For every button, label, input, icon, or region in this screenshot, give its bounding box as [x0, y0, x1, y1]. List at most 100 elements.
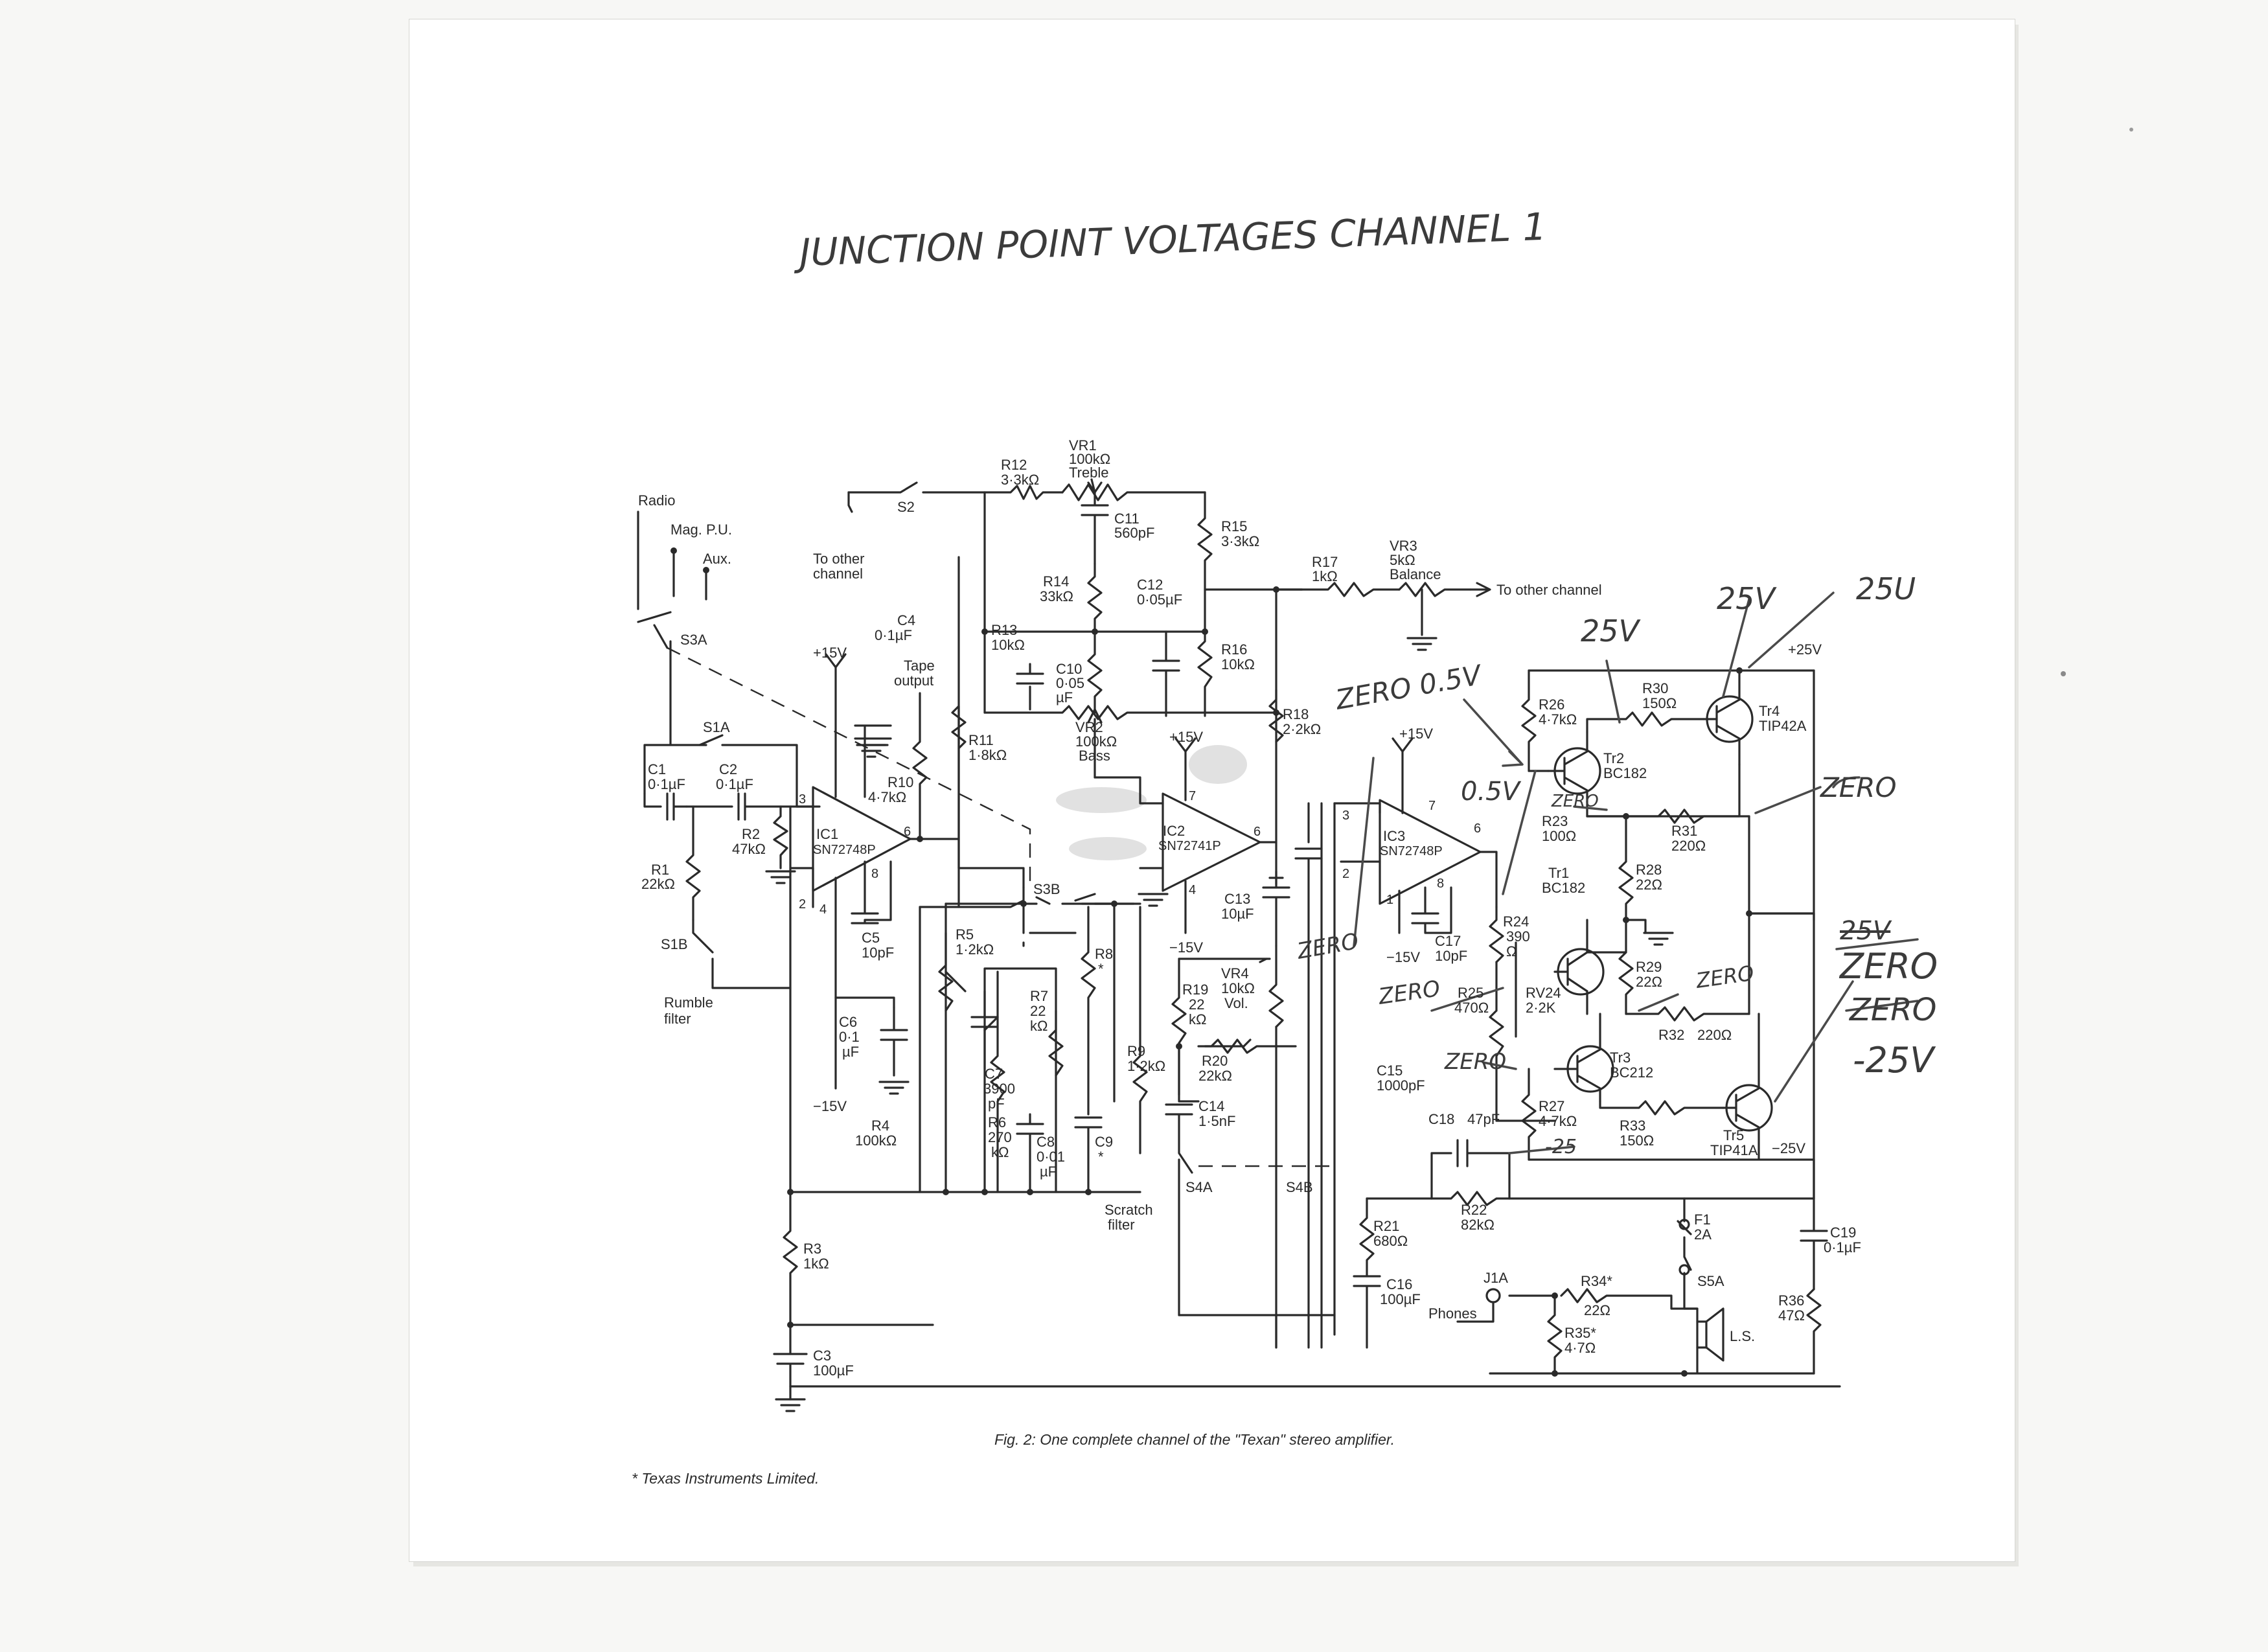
label: S3A: [680, 632, 707, 648]
handwritten-voltage: ZERO: [1848, 992, 1936, 1028]
label: 10kΩ: [1221, 980, 1255, 996]
label: R22: [1461, 1202, 1487, 1218]
label: VR1: [1069, 437, 1097, 453]
label: 1·2kΩ: [1127, 1058, 1165, 1074]
label: IC1: [816, 826, 838, 842]
label: Tr1: [1548, 865, 1569, 881]
handwritten-voltage: 0.5V: [1461, 777, 1522, 807]
label: R27: [1539, 1098, 1564, 1114]
label: R8: [1095, 946, 1113, 962]
handwritten-voltage: -25: [1545, 1136, 1577, 1158]
label: IC2: [1163, 823, 1185, 839]
label: *: [1098, 961, 1104, 977]
label: 100µF: [1380, 1291, 1421, 1307]
label: C13: [1224, 891, 1250, 907]
label: S1B: [661, 936, 688, 952]
label: Aux.: [703, 551, 731, 567]
label: C8: [1037, 1134, 1055, 1150]
component-labels: Radio Mag. P.U. Aux. S3A S1A S1B Rumble …: [638, 437, 1861, 1379]
label: 0·01: [1037, 1149, 1065, 1165]
label: 82kΩ: [1461, 1217, 1495, 1233]
label: S1A: [703, 719, 730, 735]
label: R21: [1373, 1218, 1399, 1234]
label: TIP41A: [1710, 1142, 1758, 1158]
label: −15V: [813, 1098, 847, 1114]
label: C3: [813, 1348, 831, 1364]
handwritten-voltage: -25V: [1853, 1040, 1936, 1081]
handwritten-voltage: ZERO: [1838, 946, 1938, 987]
label: R31: [1671, 823, 1697, 839]
label: 0·05µF: [1137, 591, 1182, 608]
label: SN72741P: [1158, 839, 1221, 853]
label: F1: [1694, 1211, 1711, 1228]
label: 100kΩ: [1069, 451, 1110, 467]
label: C17: [1435, 933, 1461, 949]
label: R4: [871, 1118, 889, 1134]
label: 22Ω: [1636, 974, 1662, 990]
label: 1kΩ: [803, 1256, 829, 1272]
output-stage: [1515, 667, 1815, 1200]
label: R24: [1503, 913, 1529, 930]
label: 680Ω: [1373, 1233, 1408, 1249]
label: 6: [1254, 825, 1261, 839]
label: VR3: [1390, 538, 1417, 554]
label: S4B: [1286, 1179, 1313, 1195]
label: 100kΩ: [855, 1132, 897, 1149]
label: 220Ω: [1697, 1027, 1732, 1043]
label: R6: [988, 1114, 1006, 1130]
ic3-opamp: [1294, 737, 1815, 1349]
label: 100kΩ: [1075, 733, 1117, 750]
label: BC182: [1603, 765, 1647, 781]
label: IC3: [1383, 828, 1405, 844]
label: 150Ω: [1642, 695, 1677, 711]
label: S4A: [1186, 1179, 1213, 1195]
label: −25V: [1772, 1140, 1805, 1156]
label: R36: [1778, 1292, 1804, 1309]
label: Tape: [904, 658, 935, 674]
label: 22kΩ: [1198, 1068, 1232, 1084]
paper-sheet: [409, 19, 2015, 1561]
label: R7: [1030, 988, 1048, 1004]
label: 4·7kΩ: [1539, 711, 1577, 728]
label: TIP42A: [1759, 718, 1807, 734]
label: 3: [1342, 809, 1349, 823]
label: J1A: [1483, 1270, 1508, 1286]
ic1-opamp: [789, 653, 960, 1095]
label: SN72748P: [1380, 844, 1443, 858]
label: C7: [985, 1066, 1003, 1082]
label: 5kΩ: [1390, 552, 1415, 568]
label: VR4: [1221, 965, 1249, 981]
label: 10kΩ: [1221, 656, 1255, 672]
label: output: [894, 672, 934, 689]
label: S2: [897, 499, 915, 515]
label: 10pF: [862, 945, 894, 961]
label: C18: [1428, 1111, 1454, 1127]
label: kΩ: [1189, 1011, 1206, 1027]
handwritten-voltage: ZERO: [1295, 928, 1361, 965]
label: 4·7kΩ: [1539, 1113, 1577, 1129]
handwritten-voltage: ZERO: [1820, 772, 1897, 803]
label: 2: [799, 897, 806, 912]
speck: [2061, 671, 2066, 676]
label: pF: [988, 1096, 1005, 1112]
balance-control: [1275, 582, 1491, 651]
label: channel: [813, 566, 863, 582]
label: Phones: [1428, 1305, 1477, 1322]
label: 0·05: [1056, 675, 1084, 691]
label: 2: [1342, 867, 1349, 881]
figure-caption: Fig. 2: One complete channel of the "Tex…: [994, 1431, 1395, 1448]
label: R19: [1182, 981, 1208, 998]
handwritten-voltage: 25V: [1717, 581, 1778, 616]
label: L.S.: [1730, 1328, 1755, 1344]
label: Vol.: [1224, 995, 1248, 1011]
label: Rumble: [664, 994, 713, 1011]
label: 33kΩ: [1040, 588, 1073, 604]
label: 0·1µF: [875, 627, 912, 643]
label: +25V: [1788, 641, 1822, 658]
label: 3·3kΩ: [1221, 533, 1259, 549]
label: R16: [1221, 641, 1247, 658]
label: R28: [1636, 862, 1662, 878]
label: 0·1µF: [716, 776, 753, 792]
label: 22: [1189, 996, 1204, 1013]
label: Treble: [1069, 465, 1109, 481]
